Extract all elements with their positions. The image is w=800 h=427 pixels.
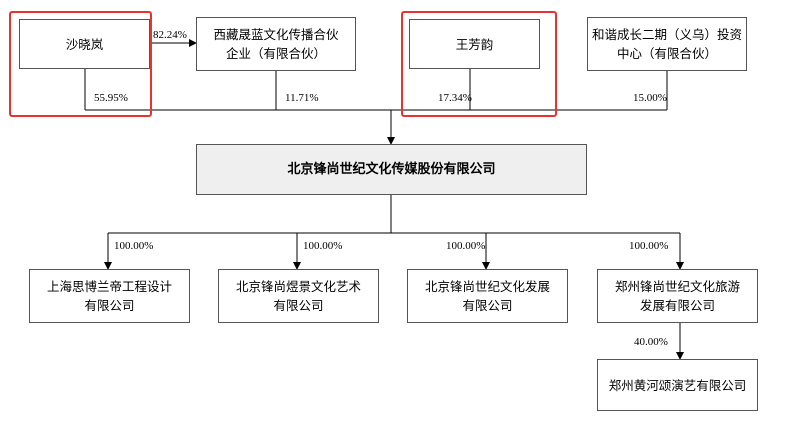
- subsidiary-name-line: 有限公司: [273, 298, 324, 313]
- subsidiary-name-line: 北京锋尚煜景文化艺术: [235, 279, 361, 294]
- shareholder-pct-2: 11.71%: [285, 92, 319, 104]
- shareholder-name-line: 西藏晟蓝文化传播合伙: [213, 27, 339, 42]
- subsidiary-box-4: 郑州锋尚世纪文化旅游 发展有限公司: [597, 269, 758, 323]
- subsidiary-name-line: 郑州锋尚世纪文化旅游: [614, 279, 740, 294]
- subsidiary-name-line: 上海思博兰帝工程设计: [46, 279, 172, 294]
- subsidiary-pct-2: 100.00%: [303, 240, 343, 252]
- shareholder-box-3: 王芳韵: [409, 19, 540, 69]
- subsidiary-name-line: 有限公司: [462, 298, 513, 313]
- subsidiary-box-1: 上海思博兰帝工程设计 有限公司: [29, 269, 190, 323]
- subsidiary-box-2: 北京锋尚煜景文化艺术 有限公司: [218, 269, 379, 323]
- shareholder-name: 沙晓岚: [65, 36, 104, 52]
- sub-subsidiary-box: 郑州黄河颂演艺有限公司: [597, 359, 758, 411]
- holding-pct: 82.24%: [153, 29, 187, 41]
- shareholder-pct-3: 17.34%: [438, 92, 472, 104]
- shareholder-box-4: 和谐成长二期（义乌）投资 中心（有限合伙）: [587, 17, 747, 71]
- subsidiary-box-3: 北京锋尚世纪文化发展 有限公司: [407, 269, 568, 323]
- highlight-frame-2: [401, 11, 557, 117]
- shareholder-box-1: 沙晓岚: [19, 19, 150, 69]
- shareholder-pct-1: 55.95%: [94, 92, 128, 104]
- subsidiary-name-line: 发展有限公司: [639, 298, 715, 313]
- subsidiary-name-line: 北京锋尚世纪文化发展: [424, 279, 550, 294]
- shareholder-name: 王芳韵: [455, 36, 494, 52]
- shareholder-name-line: 中心（有限合伙）: [616, 46, 717, 61]
- subsidiary-pct-1: 100.00%: [114, 240, 154, 252]
- shareholder-box-2: 西藏晟蓝文化传播合伙 企业（有限合伙）: [196, 17, 356, 71]
- subsidiary-name-line: 有限公司: [84, 298, 135, 313]
- shareholder-name-line: 企业（有限合伙）: [225, 46, 326, 61]
- core-company-box: 北京锋尚世纪文化传媒股份有限公司: [196, 144, 587, 195]
- highlight-frame-1: [9, 11, 152, 117]
- subsidiary-pct-4: 100.00%: [629, 240, 669, 252]
- sub-subsidiary-name: 郑州黄河颂演艺有限公司: [608, 377, 747, 393]
- shareholder-pct-4: 15.00%: [633, 92, 667, 104]
- sub-subsidiary-pct: 40.00%: [634, 336, 668, 348]
- core-company-name: 北京锋尚世纪文化传媒股份有限公司: [287, 162, 496, 177]
- shareholder-name-line: 和谐成长二期（义乌）投资: [591, 27, 742, 42]
- subsidiary-pct-3: 100.00%: [446, 240, 486, 252]
